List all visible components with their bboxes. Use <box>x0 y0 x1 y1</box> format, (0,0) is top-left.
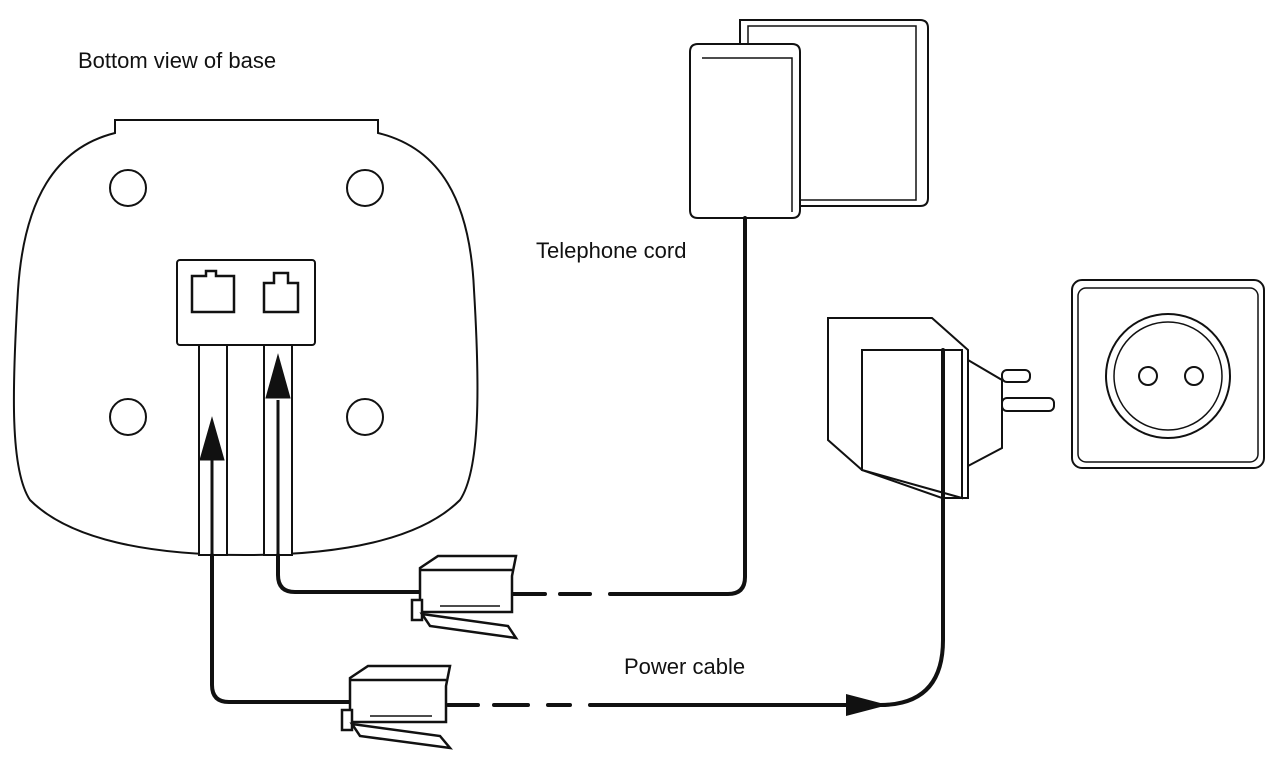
insert-arrows <box>199 353 291 555</box>
arrow-up-icon <box>199 416 225 461</box>
socket-hole-icon <box>1138 366 1158 386</box>
screw-hole-icon <box>346 398 384 436</box>
phone-base-bottom-icon <box>12 119 479 557</box>
power-plug-icon <box>340 664 454 750</box>
screw-hole-icon <box>109 169 147 207</box>
cables <box>210 216 945 707</box>
telephone-socket-icon <box>262 271 300 314</box>
power-socket-icon <box>190 269 236 314</box>
screw-hole-icon <box>109 398 147 436</box>
power-adapter-icon <box>827 317 1055 500</box>
telephone-plug-icon <box>410 554 519 640</box>
socket-hole-icon <box>1184 366 1204 386</box>
arrow-right-icon <box>846 694 888 716</box>
wall-power-socket-icon <box>1071 279 1265 469</box>
telephone-cord-label: Telephone cord <box>536 238 687 263</box>
power-cable-label: Power cable <box>624 654 746 679</box>
base-label: Bottom view of base <box>78 48 277 73</box>
screw-hole-icon <box>346 169 384 207</box>
telephone-wall-jack-icon <box>689 19 929 219</box>
arrow-up-icon <box>265 353 291 399</box>
